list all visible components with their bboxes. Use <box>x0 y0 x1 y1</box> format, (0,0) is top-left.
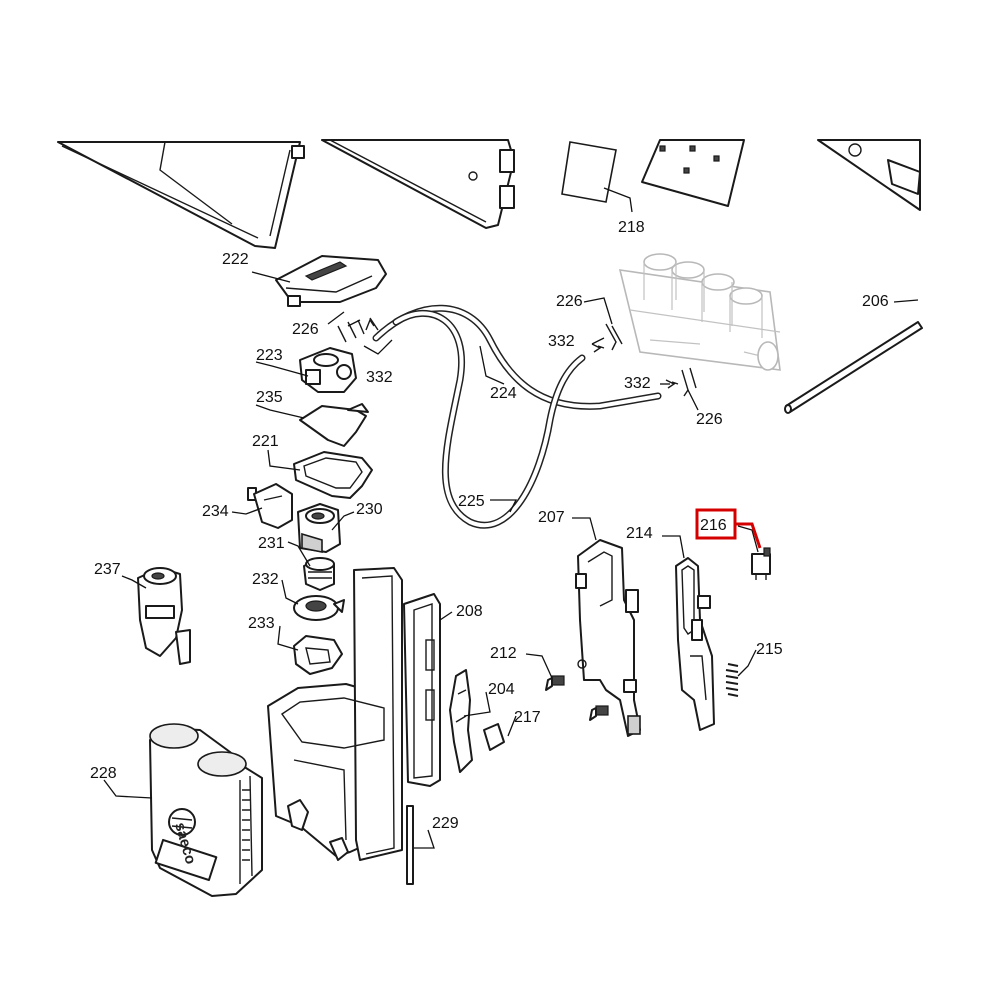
screw-212-lower <box>589 705 609 721</box>
part-237-tap <box>137 567 191 665</box>
pin-332-right-upper <box>591 343 605 353</box>
callout-233: 233 <box>248 615 275 632</box>
leader-lines <box>103 187 919 849</box>
main-housing <box>267 567 403 861</box>
callout-216-highlight <box>695 508 762 549</box>
part-216-micro-switch <box>751 547 771 580</box>
callout-235: 235 <box>256 389 283 406</box>
callout-225: 225 <box>458 493 485 510</box>
part-234-knob <box>247 483 293 529</box>
solenoid-valve-block <box>618 253 781 371</box>
callout-207: 207 <box>538 509 565 526</box>
callout-214: 214 <box>626 525 653 542</box>
clip-226-upper-right <box>605 323 623 351</box>
part-218-label-plate <box>561 141 617 203</box>
part-208-side-panel <box>403 593 441 787</box>
callout-208: 208 <box>456 603 483 620</box>
callout-223: 223 <box>256 347 283 364</box>
panel-top-right-plate <box>641 139 745 207</box>
callout-332: 332 <box>548 333 575 350</box>
part-230-valve-body <box>297 503 341 553</box>
part-221-frame <box>293 451 373 499</box>
callout-224: 224 <box>490 385 517 402</box>
callout-221: 221 <box>252 433 279 450</box>
callout-237: 237 <box>94 561 121 578</box>
part-222-cover <box>275 255 387 307</box>
part-233-bracket <box>293 635 343 675</box>
part-214-rail <box>675 557 715 731</box>
part-206-rod <box>784 321 923 414</box>
callout-226: 226 <box>696 411 723 428</box>
hose-225 <box>392 309 586 529</box>
panel-top-far-right <box>817 139 921 211</box>
callout-232: 232 <box>252 571 279 588</box>
pin-332-right-lower <box>665 379 679 389</box>
panel-top-center <box>321 139 515 229</box>
callout-204: 204 <box>488 681 515 698</box>
part-204-strip <box>449 669 473 773</box>
part-235-gasket <box>299 403 369 447</box>
part-215-spring <box>725 663 739 697</box>
callout-217: 217 <box>514 709 541 726</box>
part-232-ring <box>293 595 345 621</box>
callout-labels: 218 222 226 226 226 332 332 332 206 223 … <box>90 219 889 832</box>
part-217-clip <box>483 723 505 751</box>
callout-222: 222 <box>222 251 249 268</box>
callout-230: 230 <box>356 501 383 518</box>
callout-234: 234 <box>202 503 229 520</box>
part-223-pump-head <box>299 347 357 393</box>
callout-226: 226 <box>292 321 319 338</box>
callout-216: 216 <box>700 517 727 534</box>
part-229-rod <box>406 805 414 885</box>
part-231-cap <box>303 557 335 591</box>
callout-215: 215 <box>756 641 783 658</box>
panel-top-left <box>57 141 305 249</box>
callout-332: 332 <box>624 375 651 392</box>
callout-231: 231 <box>258 535 285 552</box>
part-228-water-tank: saeco <box>149 723 263 897</box>
callout-218: 218 <box>618 219 645 236</box>
hose-224 <box>372 304 662 410</box>
callout-332: 332 <box>366 369 393 386</box>
callout-226: 226 <box>556 293 583 310</box>
part-207-rail <box>575 539 641 737</box>
callout-206: 206 <box>862 293 889 310</box>
callout-229: 229 <box>432 815 459 832</box>
screw-212-upper <box>545 675 565 691</box>
callout-212: 212 <box>490 645 517 662</box>
callout-228: 228 <box>90 765 117 782</box>
